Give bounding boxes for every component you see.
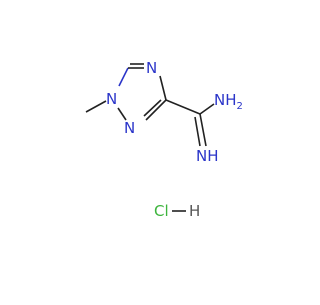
bond-n1-c5 xyxy=(118,67,129,87)
atom-label-n4: N xyxy=(146,59,157,77)
atom-label-n1: N xyxy=(106,90,117,108)
atom-label-n2: N xyxy=(124,119,135,137)
bond-n1-methyl xyxy=(85,100,107,113)
atom-label-nh2: NH2 xyxy=(214,91,243,112)
atom-label-cl: Cl xyxy=(154,202,169,220)
ring-bonds xyxy=(117,63,167,121)
atom-label-h: H xyxy=(189,202,200,220)
structure-canvas: N N N NH2 NH Cl H xyxy=(85,59,243,220)
bond-n4-c3 xyxy=(159,75,167,101)
bond-camidine-nh-double xyxy=(194,116,201,147)
atom-label-nh: NH xyxy=(196,147,219,165)
nh2-subscript: 2 xyxy=(237,101,243,112)
bond-camidine-nh2 xyxy=(199,103,215,115)
bond-n2-n1 xyxy=(117,107,127,121)
molecule-drawing: N N N NH2 NH Cl H xyxy=(85,59,243,220)
bond-c3-camidine xyxy=(165,99,201,115)
bond-camidine-nh xyxy=(199,113,207,147)
nh2-text: NH xyxy=(214,91,237,109)
bond-c3-n2-double xyxy=(143,99,162,117)
amidine-bonds xyxy=(165,99,215,147)
bond-c3-n2 xyxy=(145,99,167,121)
